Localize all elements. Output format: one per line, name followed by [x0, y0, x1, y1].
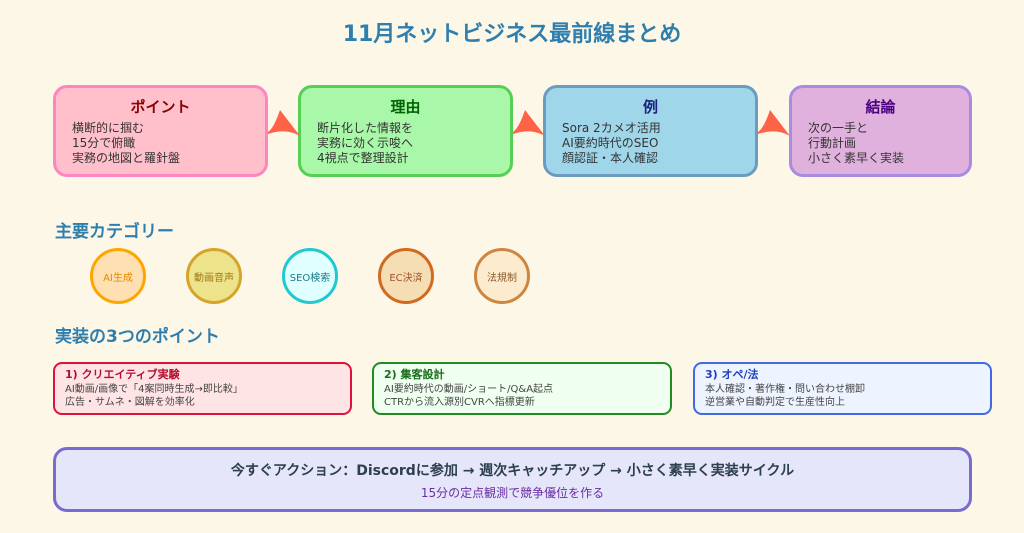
flow-line: 横断的に掴む	[72, 121, 145, 135]
point-line: CTRから流入源別CVRへ指標更新	[384, 397, 535, 408]
flow-box-reason: 理由 断片化した情報を 実務に効く示唆へ 4視点で整理設計	[298, 85, 513, 177]
point-title: 1) クリエイティブ実験	[65, 368, 180, 381]
category-law: 法規制	[474, 248, 530, 304]
category-video-audio: 動画音声	[186, 248, 242, 304]
flow-line: AI要約時代のSEO	[562, 136, 659, 150]
flow-box-example: 例 Sora 2カメオ活用 AI要約時代のSEO 顔認証・本人確認	[543, 85, 758, 177]
point-card-acquisition: 2) 集客設計 AI要約時代の動画/ショート/Q&A起点 CTRから流入源別CV…	[372, 362, 672, 415]
point-line: 本人確認・著作権・問い合わせ棚卸	[705, 384, 865, 395]
flow-line: 小さく素早く実装	[808, 151, 905, 165]
point-line: 逆営業や自動判定で生産性向上	[705, 397, 845, 408]
point-card-creative: 1) クリエイティブ実験 AI動画/画像で「4案同時生成→即比較」 広告・サムネ…	[53, 362, 352, 415]
point-card-ops-law: 3) オペ/法 本人確認・著作権・問い合わせ棚卸 逆営業や自動判定で生産性向上	[693, 362, 992, 415]
category-ai: AI生成	[90, 248, 146, 304]
action-banner: 今すぐアクション：Discordに参加 → 週次キャッチアップ → 小さく素早く…	[53, 447, 972, 512]
point-title: 3) オペ/法	[705, 368, 759, 381]
point-title: 2) 集客設計	[384, 368, 445, 381]
flow-line: 行動計画	[808, 136, 857, 150]
point-line: AI要約時代の動画/ショート/Q&A起点	[384, 384, 554, 395]
flow-box-conclusion: 結論 次の一手と 行動計画 小さく素早く実装	[789, 85, 972, 177]
flow-title: ポイント	[130, 98, 191, 116]
category-seo: SEO検索	[282, 248, 338, 304]
page-title: 11月ネットビジネス最前線まとめ	[342, 22, 682, 47]
flow-title: 理由	[390, 98, 421, 116]
flow-line: Sora 2カメオ活用	[562, 121, 661, 135]
point-line: AI動画/画像で「4案同時生成→即比較」	[65, 384, 243, 395]
point-line: 広告・サムネ・図解を効率化	[65, 397, 195, 408]
action-main: 今すぐアクション：Discordに参加 → 週次キャッチアップ → 小さく素早く…	[230, 463, 795, 479]
flow-line: 断片化した情報を	[317, 121, 414, 135]
arrow-icon	[758, 110, 790, 136]
categories-heading: 主要カテゴリー	[55, 222, 174, 242]
flow-title: 結論	[865, 98, 896, 116]
flow-line: 実務に効く示唆へ	[317, 136, 414, 150]
flow-line: 次の一手と	[808, 121, 869, 135]
arrow-icon	[513, 110, 545, 136]
flow-line: 4視点で整理設計	[317, 151, 409, 165]
flow-line: 顔認証・本人確認	[562, 151, 659, 165]
points-heading: 実装の3つのポイント	[55, 327, 220, 347]
category-ec: EC決済	[378, 248, 434, 304]
flow-line: 15分で俯瞰	[72, 136, 136, 150]
action-sub: 15分の定点観測で競争優位を作る	[420, 486, 605, 500]
flow-title: 例	[642, 98, 658, 116]
flow-line: 実務の地図と羅針盤	[72, 151, 181, 165]
flow-box-point: ポイント 横断的に掴む 15分で俯瞰 実務の地図と羅針盤	[53, 85, 268, 177]
arrow-icon	[268, 110, 300, 136]
